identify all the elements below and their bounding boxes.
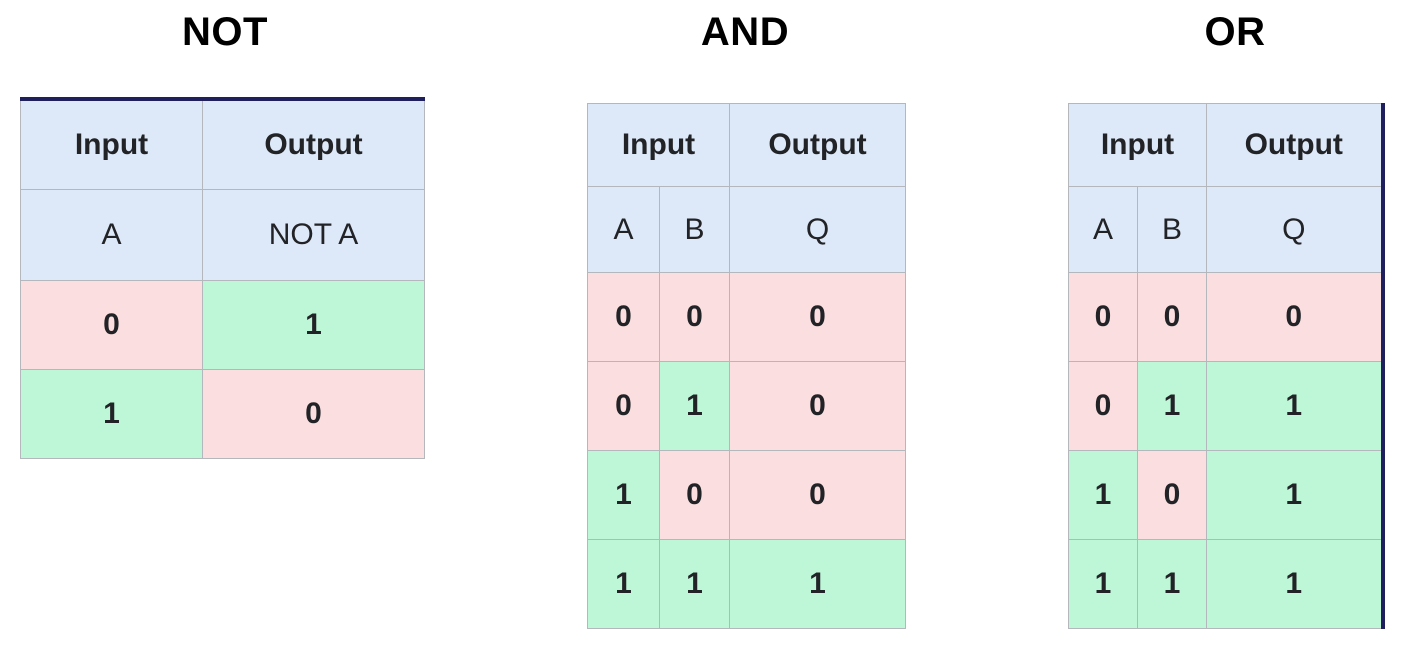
cell-input-a: 0 <box>1068 272 1138 362</box>
table-row: 0 0 0 <box>1068 272 1383 362</box>
table-row: 0 1 <box>20 280 425 370</box>
cell-input-b: 1 <box>659 361 730 451</box>
cell-input-a: 1 <box>1068 539 1138 629</box>
signal-name-q: Q <box>729 186 906 273</box>
table-row: 1 0 <box>20 369 425 459</box>
table-row-header: Input Output <box>587 103 906 187</box>
table-row-signal-names: A B Q <box>587 186 906 273</box>
truth-table-or: Input Output A B Q 0 0 0 0 1 1 1 0 1 1 1… <box>1068 103 1385 629</box>
table-row: 1 1 1 <box>587 539 906 629</box>
signal-name-b: B <box>1137 186 1207 273</box>
cell-input-a: 0 <box>587 272 660 362</box>
gate-title-and: AND <box>700 10 790 54</box>
cell-input-a: 1 <box>20 369 203 459</box>
column-header-output: Output <box>729 103 906 187</box>
cell-output-q: 0 <box>729 272 906 362</box>
cell-input-a: 0 <box>1068 361 1138 451</box>
signal-name-a: A <box>1068 186 1138 273</box>
cell-output-q: 1 <box>1206 450 1383 540</box>
cell-output-q: 1 <box>729 539 906 629</box>
cell-input-b: 0 <box>1137 450 1207 540</box>
table-row-signal-names: A B Q <box>1068 186 1383 273</box>
column-header-output: Output <box>202 98 425 190</box>
cell-input-a: 0 <box>20 280 203 370</box>
cell-output-q: 1 <box>202 280 425 370</box>
cell-input-a: 1 <box>587 539 660 629</box>
truth-table-and: Input Output A B Q 0 0 0 0 1 0 1 0 0 1 1… <box>587 103 906 629</box>
signal-name-a: A <box>587 186 660 273</box>
cell-input-a: 1 <box>1068 450 1138 540</box>
column-header-input: Input <box>1068 103 1207 187</box>
cell-input-b: 1 <box>659 539 730 629</box>
truth-table-not: Input Output A NOT A 0 1 1 0 <box>20 97 425 459</box>
cell-input-b: 1 <box>1137 361 1207 451</box>
cell-output-q: 0 <box>202 369 425 459</box>
cell-input-b: 0 <box>659 450 730 540</box>
table-row-signal-names: A NOT A <box>20 189 425 281</box>
table-row: 1 0 0 <box>587 450 906 540</box>
gate-title-or: OR <box>1204 10 1266 54</box>
gate-title-not: NOT <box>182 10 268 54</box>
column-header-input: Input <box>587 103 730 187</box>
table-row-header: Input Output <box>20 98 425 190</box>
cell-input-b: 1 <box>1137 539 1207 629</box>
table-row-header: Input Output <box>1068 103 1383 187</box>
signal-name-q: Q <box>1206 186 1383 273</box>
column-header-output: Output <box>1206 103 1383 187</box>
column-header-input: Input <box>20 98 203 190</box>
table-row: 0 1 1 <box>1068 361 1383 451</box>
table-row: 0 0 0 <box>587 272 906 362</box>
signal-name-a: A <box>20 189 203 281</box>
cell-input-a: 1 <box>587 450 660 540</box>
cell-output-q: 0 <box>729 361 906 451</box>
cell-input-b: 0 <box>659 272 730 362</box>
signal-name-q: NOT A <box>202 189 425 281</box>
table-row: 1 1 1 <box>1068 539 1383 629</box>
cell-output-q: 0 <box>729 450 906 540</box>
cell-input-a: 0 <box>587 361 660 451</box>
table-row: 1 0 1 <box>1068 450 1383 540</box>
cell-output-q: 1 <box>1206 361 1383 451</box>
cell-output-q: 1 <box>1206 539 1383 629</box>
cell-output-q: 0 <box>1206 272 1383 362</box>
signal-name-b: B <box>659 186 730 273</box>
cell-input-b: 0 <box>1137 272 1207 362</box>
table-row: 0 1 0 <box>587 361 906 451</box>
